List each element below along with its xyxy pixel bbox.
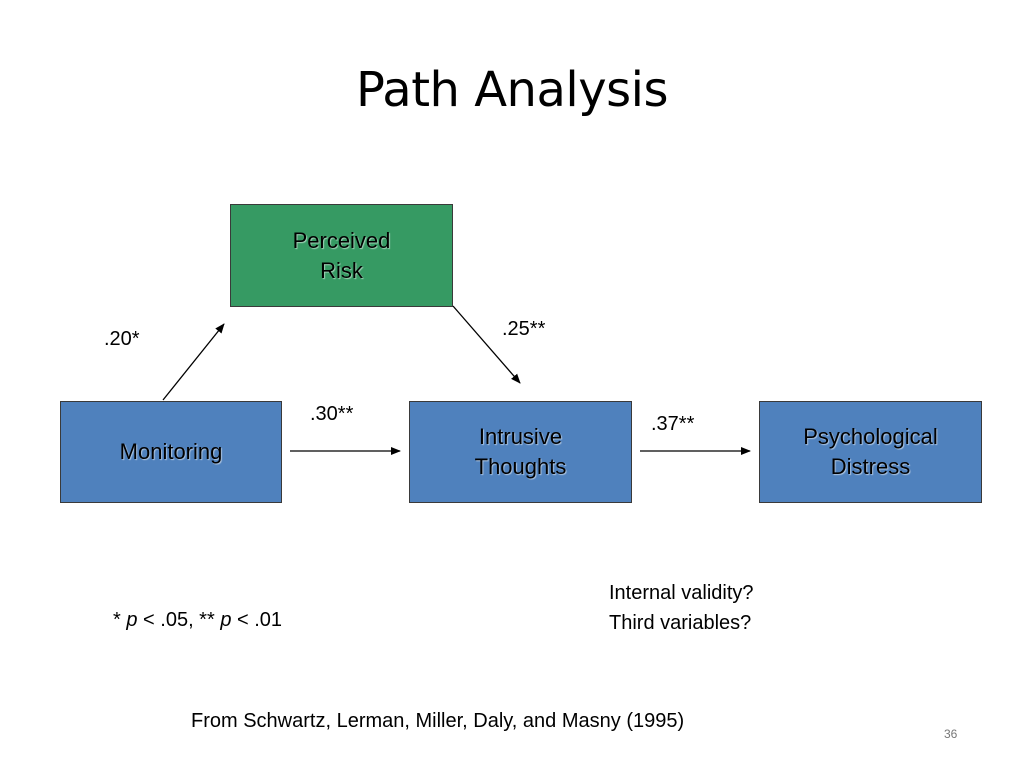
arrow-risk-to-intrusive [452,305,521,384]
node-label: Perceived Risk [292,227,391,283]
node-label: Intrusive Thoughts [474,424,567,479]
node-psychological-distress: Psychological Distress [759,401,982,503]
coef-intrusive-distress: .37** [651,413,695,435]
node-perceived-risk: Perceived Risk [230,204,453,307]
page-number: 36 [944,727,958,741]
validity-questions: Internal validity? Third variables? [609,582,754,634]
coef-monitoring-intrusive: .30** [310,403,354,425]
node-label: Monitoring [119,439,223,464]
citation: From Schwartz, Lerman, Miller, Daly, and… [191,710,685,732]
coef-monitoring-risk: .20* [104,328,140,350]
arrow-monitoring-to-risk [162,323,225,401]
node-monitoring: Monitoring [60,401,282,503]
slide-title: Path Analysis [356,62,668,118]
significance-note: * p < .05, ** p < .01 [113,609,283,631]
node-intrusive-thoughts: Intrusive Thoughts [409,401,632,503]
node-label: Psychological Distress [803,424,938,479]
coef-risk-intrusive: .25** [502,318,546,340]
